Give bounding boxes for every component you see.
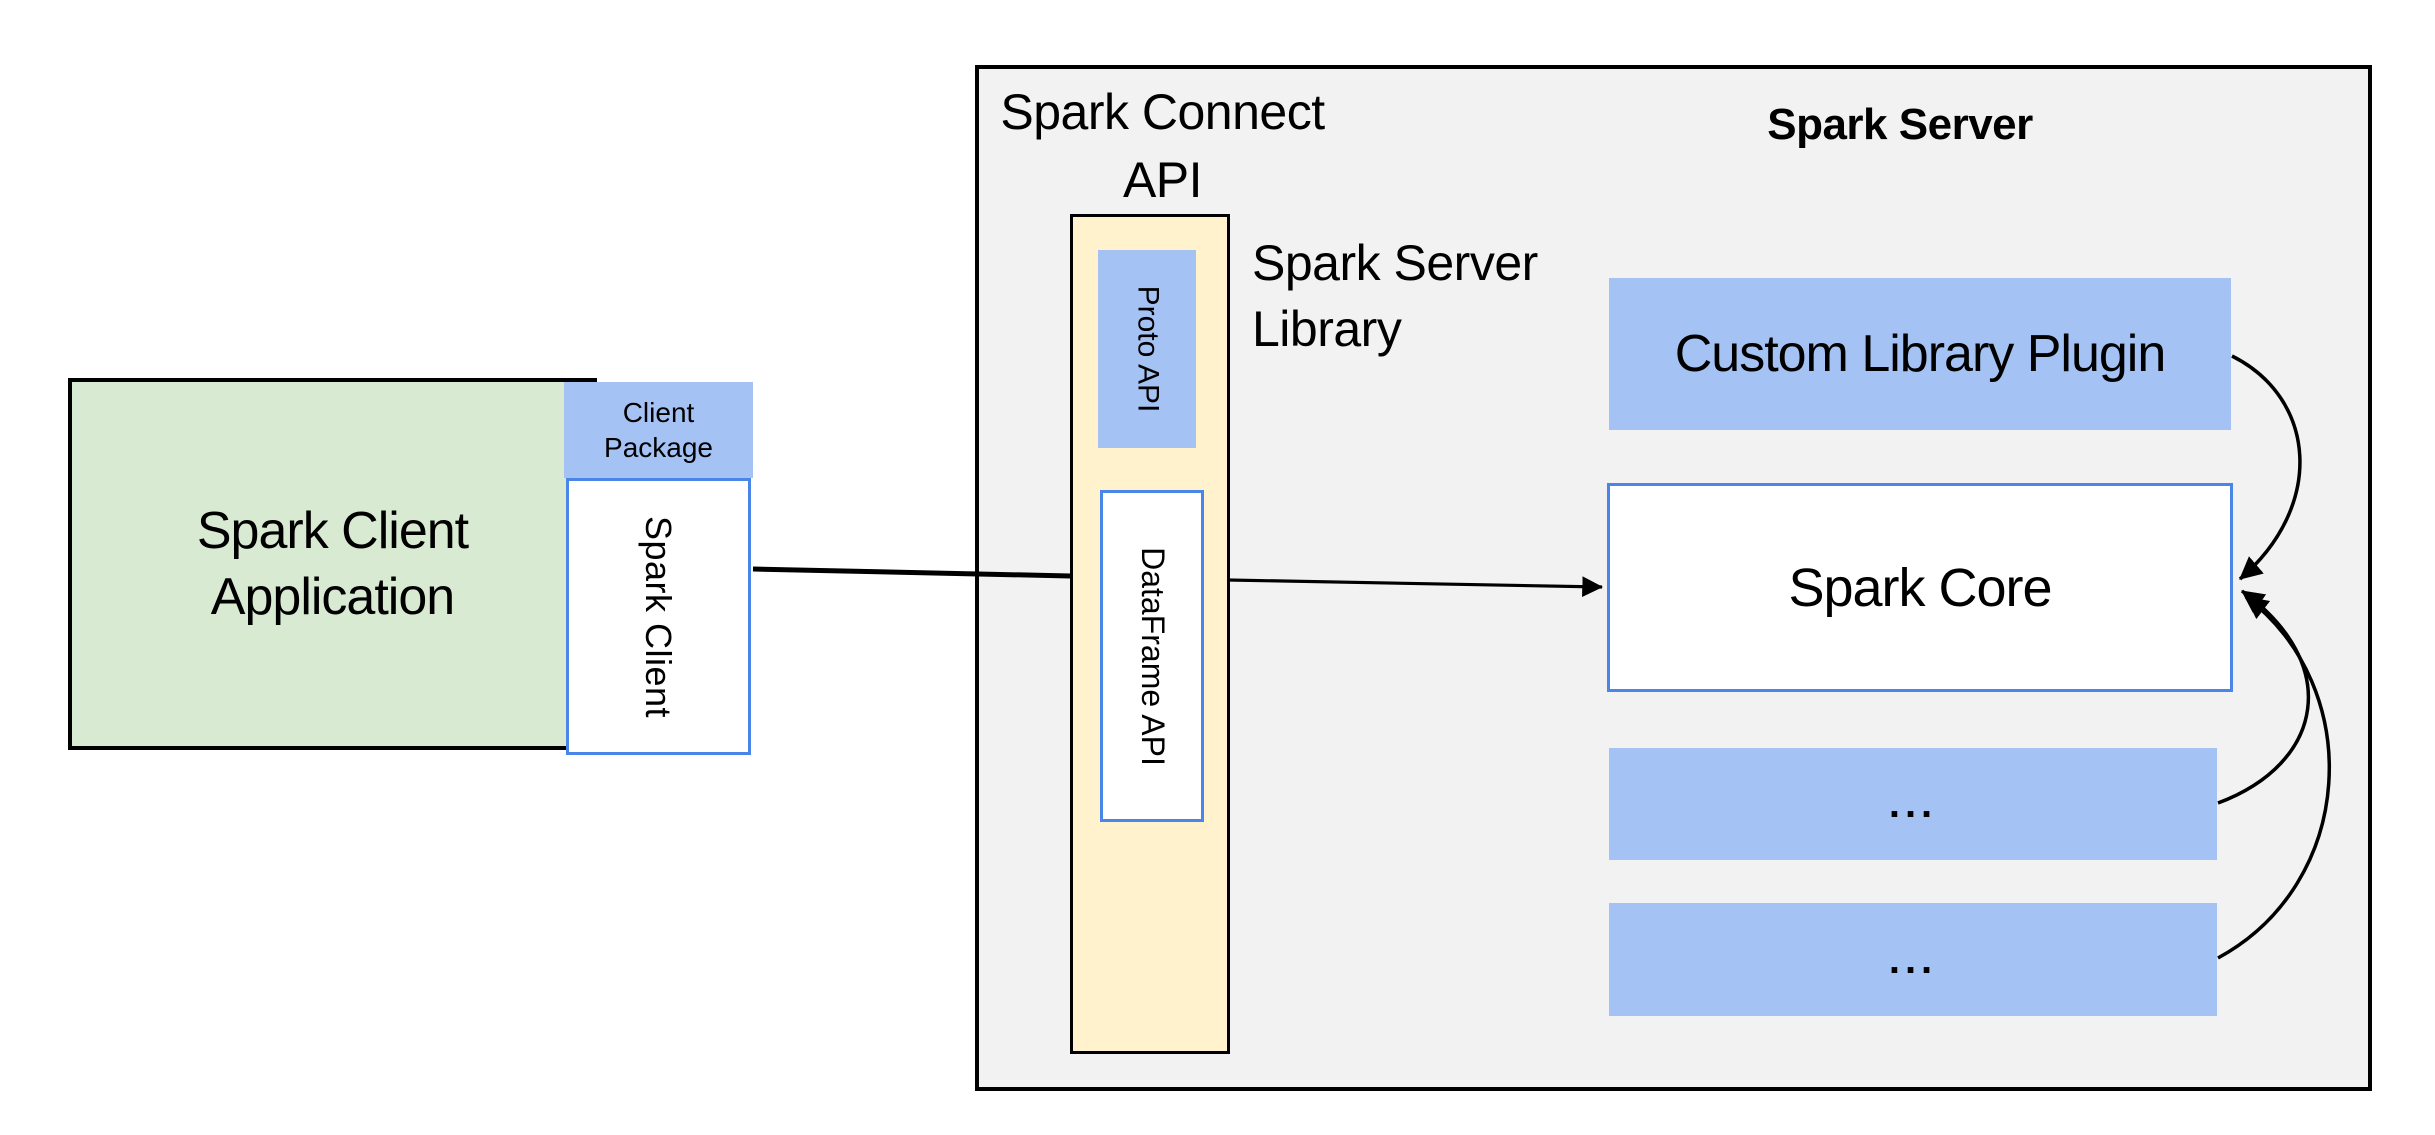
dataframe-api-label: DataFrame API	[1134, 546, 1171, 766]
ellipsis-label-2: ...	[1888, 937, 1938, 982]
proto-api-box: Proto API	[1098, 250, 1196, 448]
proto-api-label: Proto API	[1131, 285, 1164, 413]
spark-client-application-line1: Spark Client	[196, 502, 469, 560]
client-package-line1: Client	[622, 397, 695, 428]
spark-core-label: Spark Core	[1788, 557, 2052, 618]
ellipsis-label-1: ...	[1888, 782, 1938, 826]
ellipsis-box-2: ...	[1609, 903, 2217, 1016]
spark-core-box: Spark Core	[1607, 483, 2233, 692]
spark-client-label: Spark Client	[638, 515, 680, 718]
spark-server-library-line1: Spark Server	[1252, 235, 1538, 291]
spark-connect-api-line1: Spark Connect	[1000, 84, 1325, 140]
spark-client-application-box	[68, 378, 597, 750]
spark-client-application-line2: Application	[210, 568, 455, 626]
spark-client-box: Spark Client	[566, 478, 751, 755]
client-package-box: Client Package	[564, 382, 753, 478]
spark-connect-api-label: Spark Connect API	[985, 78, 1340, 214]
custom-library-plugin-label: Custom Library Plugin	[1674, 325, 2167, 383]
spark-server-library-label: Spark Server Library	[1252, 230, 1652, 362]
custom-library-plugin-box: Custom Library Plugin	[1609, 278, 2231, 430]
spark-client-application-label: Spark Client Application	[78, 378, 587, 750]
spark-connect-api-line2: API	[1122, 152, 1203, 208]
spark-server-title: Spark Server	[1767, 100, 2033, 149]
client-package-line2: Package	[604, 432, 713, 463]
ellipsis-box-1: ...	[1609, 748, 2217, 860]
spark-server-library-line2: Library	[1252, 301, 1402, 357]
dataframe-api-box: DataFrame API	[1100, 490, 1204, 822]
